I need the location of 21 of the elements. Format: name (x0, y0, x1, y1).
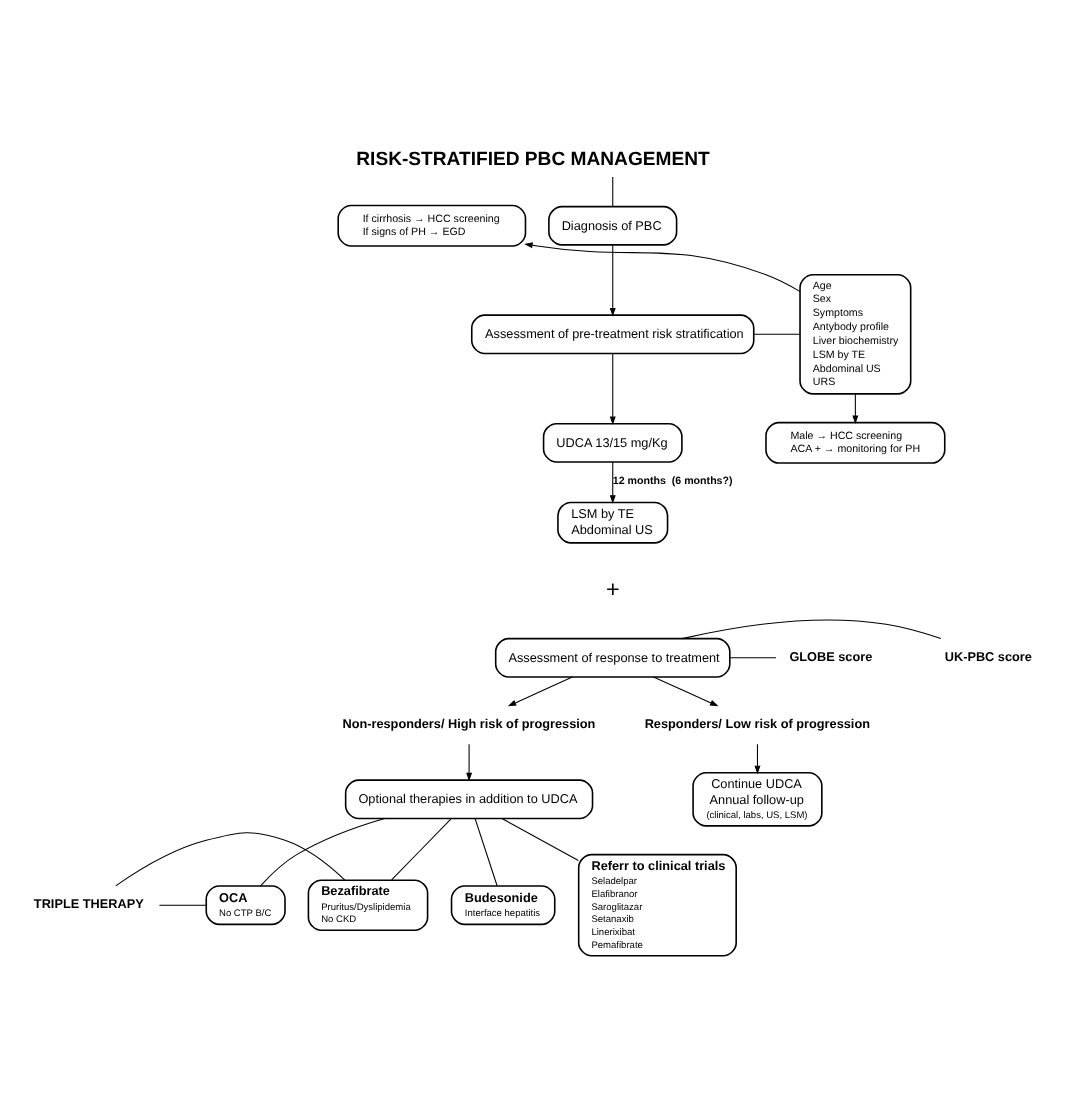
arrow (754, 742, 761, 774)
arrow (852, 392, 859, 423)
arrow (609, 352, 616, 425)
connector (260, 817, 386, 886)
arrow (609, 460, 616, 503)
connector (474, 817, 498, 886)
connector (729, 656, 777, 658)
label: + (605, 575, 620, 602)
connector (501, 817, 579, 861)
arrow (652, 675, 719, 706)
connector (391, 817, 452, 880)
connector (681, 618, 942, 639)
arrow (466, 742, 473, 781)
connector (753, 332, 801, 334)
connector (115, 831, 346, 886)
arrow (524, 241, 801, 291)
connector (158, 903, 207, 905)
connector (612, 175, 614, 206)
diagram-title: RISK-STRATIFIED PBC MANAGEMENT (356, 147, 710, 170)
arrow (507, 675, 573, 706)
arrow (609, 243, 616, 316)
